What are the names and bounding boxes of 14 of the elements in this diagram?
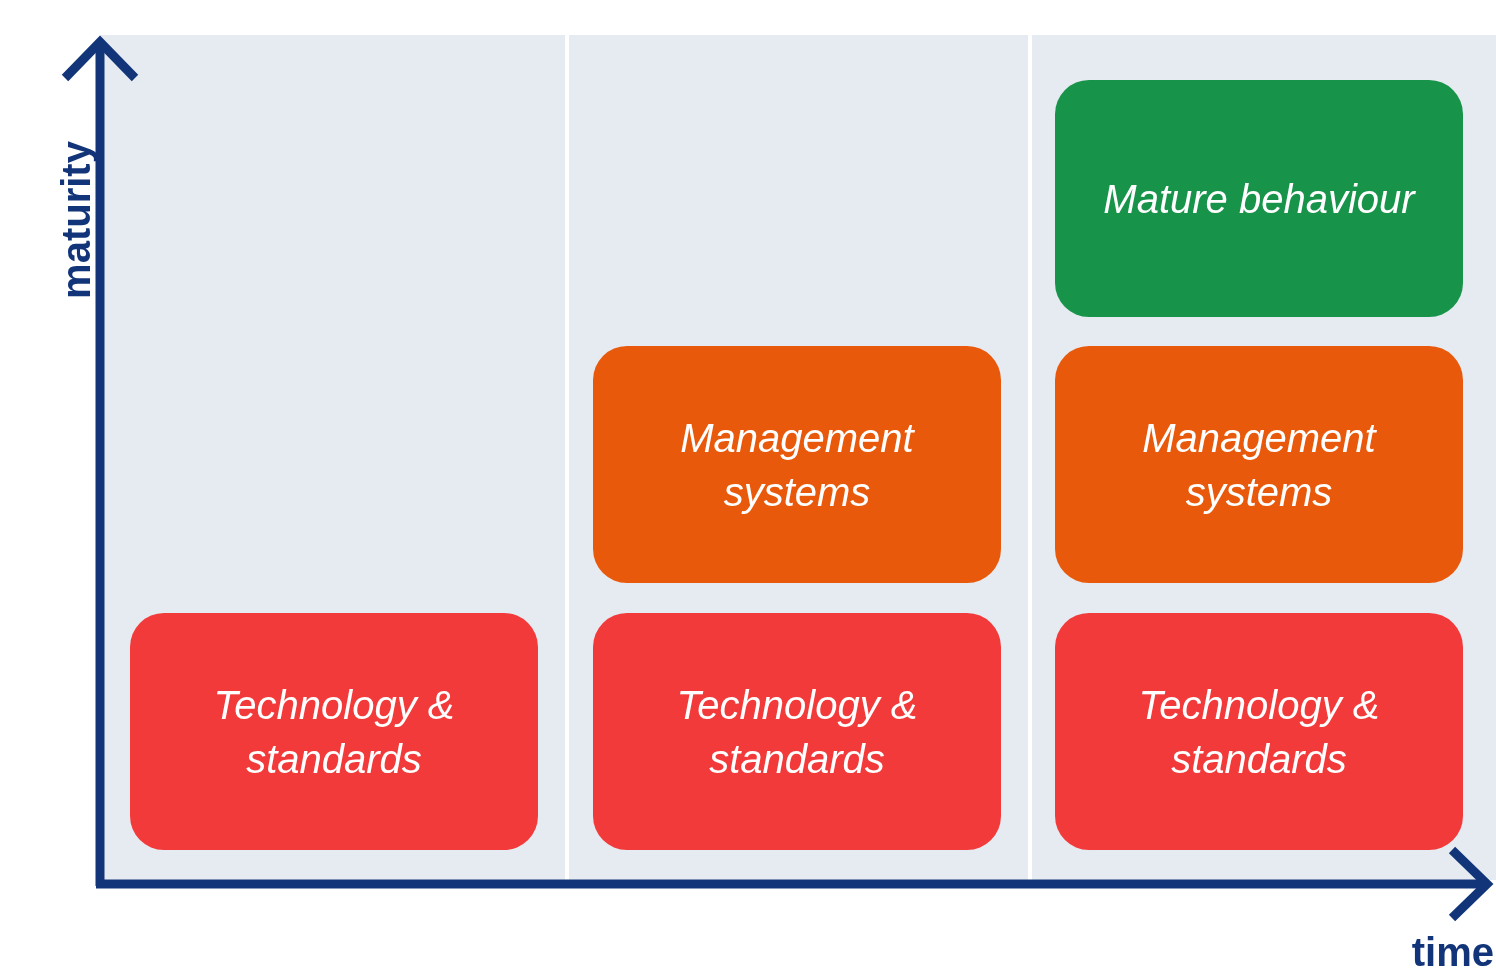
box-label: Mature behaviour [1103, 175, 1415, 223]
axis-label: time [1411, 932, 1494, 970]
process-box [130, 613, 538, 850]
process-box [1055, 613, 1463, 850]
process-box [1055, 346, 1463, 583]
box-label: Management systems [1141, 414, 1378, 516]
process-box [593, 346, 1001, 583]
box-label: Technology & standards [1137, 681, 1381, 783]
process-box [593, 613, 1001, 850]
axis-label: maturity [55, 141, 96, 299]
box-label: Management systems [679, 414, 916, 516]
box-label: Technology & standards [212, 681, 456, 783]
process-box [1055, 80, 1463, 317]
box-label: Technology & standards [675, 681, 919, 783]
